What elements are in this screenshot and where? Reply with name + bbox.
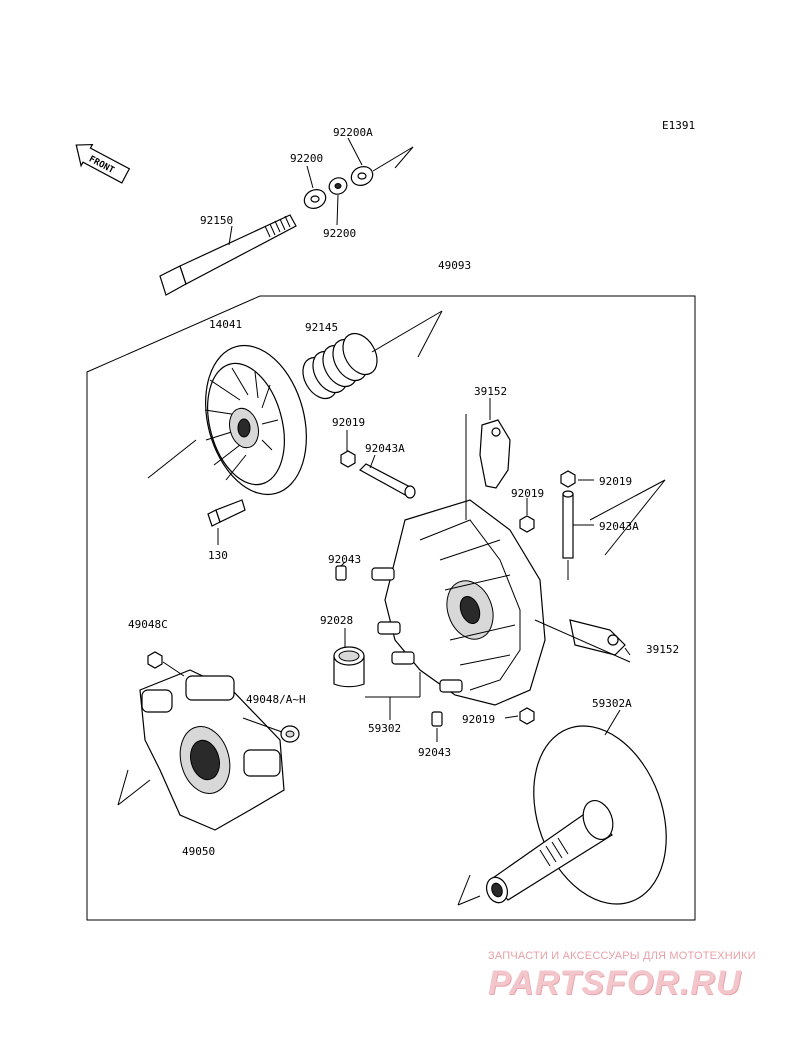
spider-49050 [139,669,285,831]
label-49050: 49050 [182,845,215,858]
watermark: ЗАПЧАСТИ И АКСЕССУАРЫ ДЛЯ МОТОТЕХНИКИ PA… [488,950,788,1010]
washer-92200-a [328,177,348,195]
movable-sheave [371,499,546,706]
label-92019-d: 92019 [462,713,495,726]
label-14041: 14041 [209,318,242,331]
sheave-59302a [486,725,667,905]
spring-92145 [302,332,378,400]
nut-92019-d [519,707,535,725]
nut-49048c [147,651,163,669]
label-92200-top: 92200 [290,152,323,165]
fixed-sheave-14041 [204,344,307,496]
label-92200-bottom: 92200 [323,227,356,240]
label-92200a: 92200A [333,126,373,139]
label-39152-right: 39152 [646,643,679,656]
watermark-logo: PARTSFOR.RU [488,964,742,1002]
roller-weight-39152-right [569,619,626,656]
label-92145: 92145 [305,321,338,334]
nut-92019-c [560,470,576,488]
assembly-label: 49093 [438,259,471,272]
label-92150: 92150 [200,214,233,227]
slider-49048 [280,725,300,743]
label-92019-c: 92019 [599,475,632,488]
label-92043-b: 92043 [418,746,451,759]
label-92028: 92028 [320,614,353,627]
label-39152-top: 39152 [474,385,507,398]
pin-92043-a [335,565,347,581]
label-92043a-b: 92043A [599,520,639,533]
washer-92200a [350,166,374,186]
watermark-tagline: ЗАПЧАСТИ И АКСЕССУАРЫ ДЛЯ МОТОТЕХНИКИ [488,950,756,962]
label-92043a-a: 92043A [365,442,405,455]
roller-weight-39152-top [479,419,511,489]
assembly-outline [86,295,696,921]
label-92019-a: 92019 [332,416,365,429]
label-59302a: 59302A [592,697,632,710]
pin-92043-b [431,711,443,727]
nut-92019-b [519,515,535,533]
bolt-130 [207,499,246,527]
bolt-92150 [159,214,297,296]
front-arrow-icon: FRONT [75,143,131,184]
bushing-92028 [333,646,365,688]
shaft-92043a-a [359,463,416,499]
label-49048ah: 49048/A~H [246,693,306,706]
label-59302: 59302 [368,722,401,735]
label-130: 130 [208,549,228,562]
washer-92200-b [303,189,327,209]
shaft-92043a-b [562,490,574,559]
label-49048c: 49048C [128,618,168,631]
nut-92019-a [340,450,356,468]
diagram-code: E1391 [662,119,695,132]
label-92019-b: 92019 [511,487,544,500]
label-92043-a: 92043 [328,553,361,566]
